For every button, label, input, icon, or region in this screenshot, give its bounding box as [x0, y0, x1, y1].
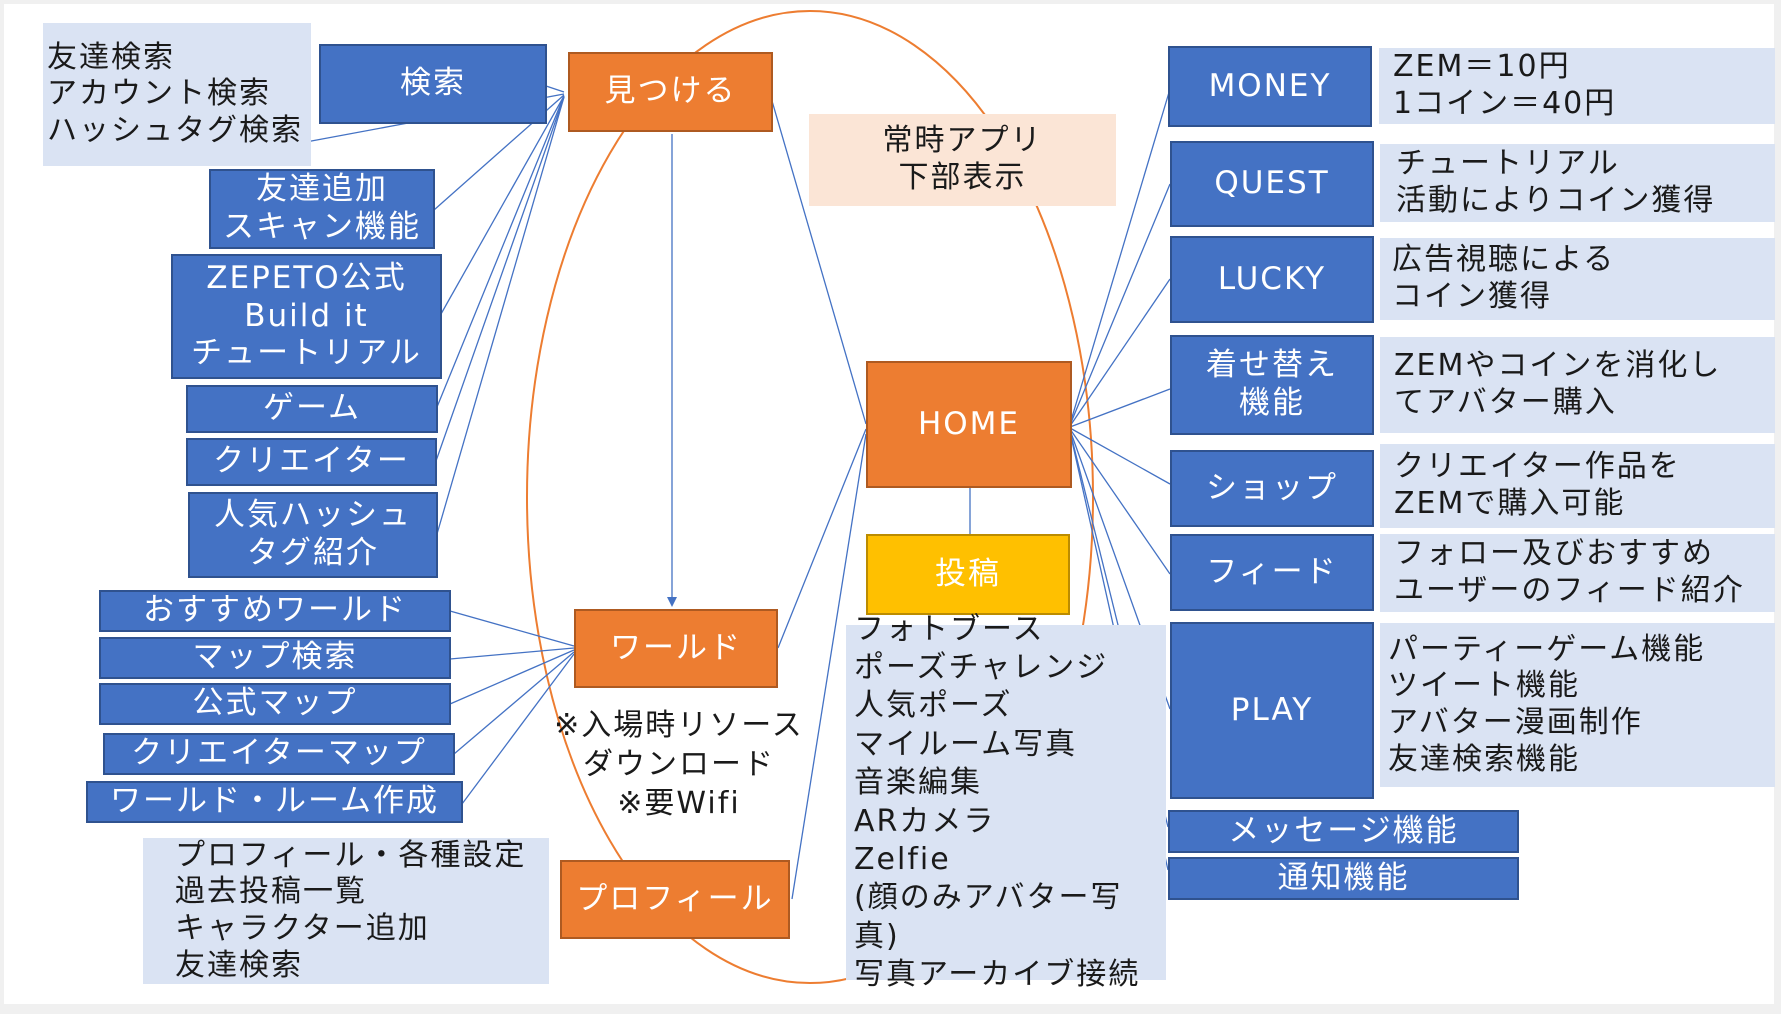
connector-find-home [769, 93, 867, 425]
find-node: 見つける [568, 52, 773, 132]
play-description: パーティーゲーム機能 ツイート機能 アバター漫画制作 友達検索機能 [1380, 623, 1775, 787]
world-room-create-node: ワールド・ルーム作成 [86, 781, 463, 823]
shop-description: クリエイター作品を ZEMで購入可能 [1380, 444, 1775, 528]
search-description: 友達検索 アカウント検索 ハッシュタグ検索 [43, 23, 311, 166]
connector-world-map-search [449, 647, 575, 660]
connector-world-home [777, 428, 867, 649]
post-description: フォトブース ポーズチャレンジ 人気ポーズ マイルーム写真 音楽編集 ARカメラ… [846, 612, 1166, 992]
connector-world-recommended [449, 610, 575, 647]
connector-world-room-create [461, 653, 575, 805]
shop-node: ショップ [1170, 450, 1374, 527]
profile-description: プロフィール・各種設定 過去投稿一覧 キャラクター追加 友達検索 [143, 838, 549, 984]
connector-home-dressup [1069, 388, 1171, 428]
feed-description: フォロー及びおすすめ ユーザーのフィード紹介 [1380, 534, 1775, 612]
world-node: ワールド [574, 609, 778, 688]
message-node: メッセージ機能 [1168, 810, 1519, 853]
recommended-world-node: おすすめワールド [99, 590, 451, 632]
connector-profile-home [791, 433, 867, 900]
creator-node: クリエイター [186, 438, 437, 486]
dressup-description: ZEMやコインを消化し てアバター購入 [1380, 337, 1775, 433]
quest-description: チュートリアル 活動によりコイン獲得 [1380, 144, 1775, 222]
quest-node: QUEST [1170, 141, 1374, 227]
game-node: ゲーム [186, 385, 438, 433]
connector-find-zepeto [440, 95, 565, 315]
connector-home-lucky [1069, 278, 1171, 427]
creator-map-node: クリエイターマップ [103, 733, 455, 775]
post-node: 投稿 [866, 534, 1070, 615]
world-note: ※入場時リソース ダウンロード ※要Wifi [554, 707, 804, 821]
official-map-node: 公式マップ [99, 683, 451, 725]
lucky-node: LUCKY [1170, 236, 1374, 323]
play-node: PLAY [1170, 622, 1374, 799]
connector-layer [305, 10, 1171, 984]
connector-find-creator [435, 96, 565, 462]
zepeto-official-node: ZEPETO公式 Build it チュートリアル [171, 254, 442, 379]
dressup-node: 着せ替え 機能 [1170, 335, 1374, 435]
feed-node: フィード [1170, 534, 1374, 611]
diagram-slide: 友達検索 アカウント検索 ハッシュタグ検索 検索 友達追加 スキャン機能 ZEP… [4, 4, 1775, 1004]
money-node: MONEY [1168, 46, 1372, 127]
always-shown-ellipse [526, 10, 1094, 984]
profile-node: プロフィール [560, 860, 790, 939]
connector-home-money [1069, 88, 1171, 425]
home-node: HOME [866, 361, 1072, 488]
map-search-node: マップ検索 [99, 637, 451, 679]
connector-world-official-map [449, 649, 575, 705]
connector-home-shop [1069, 427, 1171, 485]
connector-home-quest [1069, 183, 1171, 426]
connector-home-feed [1069, 428, 1171, 575]
lucky-description: 広告視聴による コイン獲得 [1380, 238, 1775, 320]
popular-hashtag-node: 人気ハッシュ タグ紹介 [188, 492, 438, 578]
search-node: 検索 [319, 44, 547, 124]
money-description: ZEM＝10円 1コイン＝40円 [1379, 48, 1775, 124]
friend-add-node: 友達追加 スキャン機能 [209, 169, 435, 249]
connector-find-game [436, 95, 565, 408]
notification-node: 通知機能 [1168, 857, 1519, 900]
connector-world-creator-map [453, 651, 575, 755]
connector-find-hashtag [436, 96, 565, 535]
always-shown-note: 常時アプリ 下部表示 [809, 114, 1116, 206]
